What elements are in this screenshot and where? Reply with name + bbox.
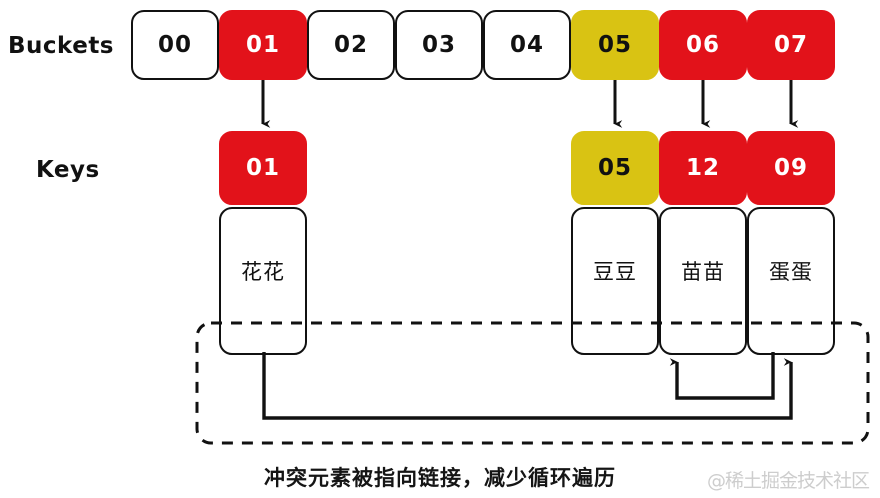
value-text: 花花: [241, 260, 285, 284]
link-dandan-to-key12: [669, 352, 775, 400]
key-cell-09[interactable]: 09: [747, 131, 835, 205]
bucket-cell-05[interactable]: 05: [571, 10, 659, 80]
value-cell-miaomiao[interactable]: 苗苗: [659, 207, 747, 355]
key-cell-12[interactable]: 12: [659, 131, 747, 205]
value-cell-huahua[interactable]: 花花: [219, 207, 307, 355]
value-text: 苗苗: [681, 260, 725, 284]
bucket-cell-07[interactable]: 07: [747, 10, 835, 80]
key-cell-01[interactable]: 01: [219, 131, 307, 205]
bucket-cell-04[interactable]: 04: [483, 10, 571, 80]
value-text: 豆豆: [593, 260, 637, 284]
bucket-cell-00[interactable]: 00: [131, 10, 219, 80]
watermark-text: @稀土掘金技术社区: [707, 470, 870, 492]
diagram-caption: 冲突元素被指向链接，减少循环遍历: [0, 462, 880, 492]
bucket-cell-06[interactable]: 06: [659, 10, 747, 80]
value-cell-doudou[interactable]: 豆豆: [571, 207, 659, 355]
caption-text: 冲突元素被指向链接，减少循环遍历: [264, 466, 616, 490]
buckets-row-label: Buckets: [8, 33, 115, 59]
keys-row-label: Keys: [36, 157, 100, 183]
value-cell-dandan[interactable]: 蛋蛋: [747, 207, 835, 355]
key-cell-05[interactable]: 05: [571, 131, 659, 205]
bucket-cell-01[interactable]: 01: [219, 10, 307, 80]
value-text: 蛋蛋: [769, 260, 813, 284]
chain-region-dashed-box: [195, 321, 870, 445]
bucket-cell-02[interactable]: 02: [307, 10, 395, 80]
link-huahua-to-key09: [262, 352, 793, 420]
bucket-cell-03[interactable]: 03: [395, 10, 483, 80]
